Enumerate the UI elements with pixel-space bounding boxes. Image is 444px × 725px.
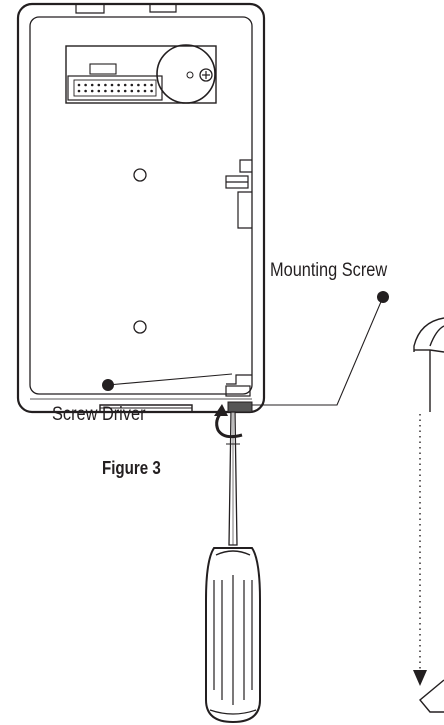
pin-connector [67, 75, 163, 101]
partial-device-right [413, 317, 444, 713]
figure-caption: Figure 3 [102, 458, 161, 478]
screwdriver [205, 411, 261, 724]
board-outline [65, 45, 217, 104]
trim-hole [186, 71, 194, 79]
mounting-screw-label: Mounting Screw [270, 260, 388, 281]
connector-pin [117, 89, 120, 93]
adjust-screw [199, 68, 213, 82]
housing-outer [16, 2, 266, 414]
connector-pin [123, 89, 127, 93]
mounting-screw-leader [252, 291, 389, 406]
connector-pin [104, 89, 107, 93]
mounting-screw [227, 401, 253, 413]
connector-pin [137, 83, 140, 87]
screw-clip [225, 374, 252, 397]
connector-pin [84, 83, 87, 87]
connector-pin [77, 89, 81, 93]
board-label-block [89, 63, 117, 75]
top-tab-right [149, 4, 177, 13]
connector-pin [117, 83, 120, 87]
connector-pin [150, 83, 153, 87]
connector-pin [90, 89, 94, 93]
housing-inner [29, 16, 253, 395]
top-tab-left [75, 4, 105, 14]
connector-pin [110, 89, 114, 93]
buzzer [156, 44, 216, 104]
device-housing [16, 2, 266, 414]
connector-pin [97, 89, 101, 93]
connector-pin [143, 89, 147, 93]
connector-pin [123, 83, 127, 87]
screw-driver-leader [102, 373, 233, 391]
mounting-hole-upper [133, 168, 147, 182]
mounting-hole-lower [133, 320, 147, 334]
connector-pin [130, 89, 134, 93]
dotted-guide-arrow [413, 414, 427, 686]
rotation-arrow-icon [214, 404, 243, 445]
connector-pin [97, 83, 101, 87]
connector-pin [143, 83, 147, 87]
circuit-board [65, 44, 217, 104]
connector-pin [137, 89, 140, 93]
connector-pin [104, 83, 107, 87]
connector-pin [110, 83, 114, 87]
connector-pin [90, 83, 94, 87]
connector-pin [77, 83, 81, 87]
screw-driver-label: Screw Driver [52, 404, 146, 425]
connector-pin [84, 89, 87, 93]
side-latch [225, 159, 252, 229]
connector-pin [130, 83, 134, 87]
connector-pin [150, 89, 153, 93]
